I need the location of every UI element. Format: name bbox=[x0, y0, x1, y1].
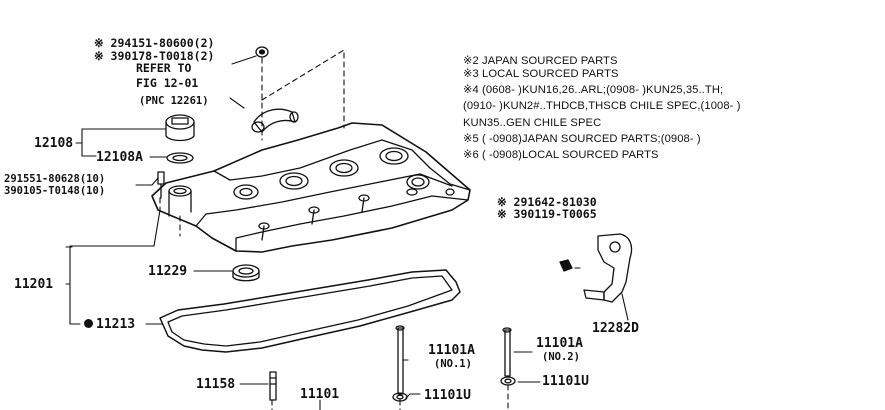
callout-bracket-a: ※ 291642-81030 bbox=[497, 195, 597, 209]
part-12108[interactable]: 12108 bbox=[34, 136, 74, 151]
note-line-7: ※6 ( -0908)LOCAL SOURCED PARTS bbox=[463, 149, 659, 161]
part-11101u-1[interactable]: 11101U bbox=[424, 388, 471, 403]
note-line-1: ※2 JAPAN SOURCED PARTS bbox=[463, 55, 618, 67]
bolt bbox=[157, 171, 165, 199]
new-part-dot bbox=[84, 319, 93, 328]
part-11101u-2[interactable]: 11101U bbox=[542, 374, 589, 389]
note-line-5: KUN35..GEN CHILE SPEC bbox=[463, 117, 602, 129]
spark-plug-boss bbox=[406, 174, 430, 190]
refer-line-1: REFER TO bbox=[136, 61, 192, 75]
note-line-2: ※3 LOCAL SOURCED PARTS bbox=[463, 68, 619, 80]
part-11158[interactable]: 11158 bbox=[196, 377, 236, 392]
cap-gasket bbox=[166, 152, 194, 164]
part-11101a-no1[interactable]: 11101A bbox=[428, 343, 475, 358]
part-11101[interactable]: 11101 bbox=[300, 387, 340, 402]
spark-plug-boss bbox=[379, 147, 409, 165]
note-line-3: ※4 (0608- )KUN16,26..ARL;(0908- )KUN25,3… bbox=[463, 84, 724, 96]
part-11229[interactable]: 11229 bbox=[148, 264, 188, 279]
spark-plug-boss bbox=[329, 159, 359, 177]
cylinder-head-cover bbox=[151, 122, 471, 253]
spark-plug-boss bbox=[279, 172, 309, 190]
part-11213[interactable]: 11213 bbox=[84, 318, 135, 331]
stud-11101a-no2 bbox=[504, 329, 511, 377]
part-11101a-no2-sub: (NO.2) bbox=[542, 351, 580, 363]
part-12108a[interactable]: 12108A bbox=[96, 150, 143, 165]
callout-bolt-a: 291551-80628(10) bbox=[4, 173, 106, 185]
callout-bracket-b: ※ 390119-T0065 bbox=[497, 207, 597, 221]
bracket bbox=[597, 233, 633, 303]
callout-bolt-b: 390105-T0148(10) bbox=[4, 185, 106, 197]
plug-tube-gasket bbox=[232, 264, 260, 278]
oil-filler-cap bbox=[165, 114, 195, 130]
refer-line-3: (PNC 12261) bbox=[139, 95, 209, 107]
note-line-6: ※5 ( -0908)JAPAN SOURCED PARTS;(0908- ) bbox=[463, 133, 701, 145]
callout-top-b: ※ 390178-T0018(2) bbox=[94, 49, 215, 63]
bracket-bolt bbox=[559, 259, 573, 272]
callout-top-a: ※ 294151-80600(2) bbox=[94, 36, 215, 50]
stud-11101a-no1 bbox=[397, 327, 404, 395]
refer-line-2[interactable]: FIG 12-01 bbox=[136, 76, 199, 90]
part-11101a-no1-sub: (NO.1) bbox=[434, 358, 472, 370]
note-line-4: (0910- )KUN2#..THDCB,THSCB CHILE SPEC,(1… bbox=[463, 100, 741, 112]
part-11201[interactable]: 11201 bbox=[14, 277, 54, 292]
part-11101a-no2[interactable]: 11101A bbox=[536, 336, 583, 351]
stud-11158 bbox=[269, 371, 277, 401]
washer-11101u bbox=[500, 376, 516, 386]
part-12282d[interactable]: 12282D bbox=[592, 321, 639, 336]
head-cover-gasket bbox=[159, 269, 461, 353]
part-11213-label: 11213 bbox=[96, 317, 136, 332]
pcv-hose bbox=[253, 108, 296, 133]
